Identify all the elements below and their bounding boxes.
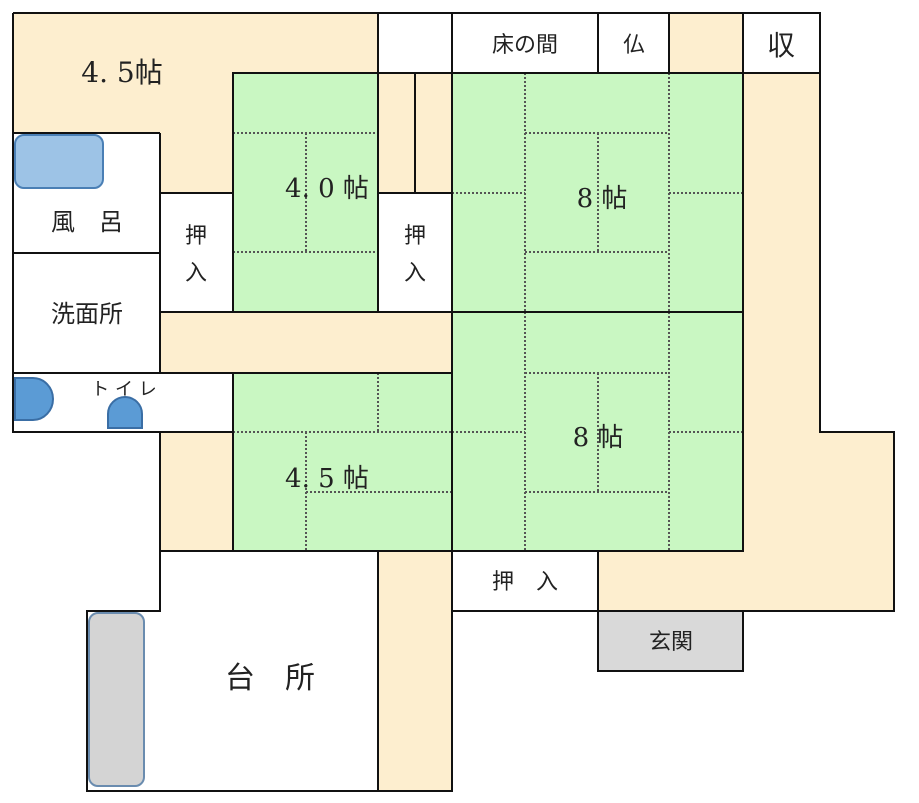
label-closet-south: 押 入 (492, 570, 558, 595)
label-room-8-lower: 8 帖 (573, 423, 624, 453)
tatami-room-45-south (232, 372, 453, 552)
label-closet-west-top: 押 (185, 224, 207, 249)
label-storage: 収 (767, 29, 795, 62)
east-corridor-floor-wide (743, 432, 894, 551)
kitchen-room-top (160, 551, 378, 611)
bathtub-icon (14, 134, 104, 189)
label-closet-mid-top: 押 (404, 224, 426, 249)
label-room-45-south: 4. 5 帖 (285, 464, 369, 494)
label-washroom: 洗面所 (51, 300, 123, 328)
label-room-45-north: 4. 5帖 (81, 56, 162, 89)
label-bath: 風 呂 (51, 208, 123, 236)
tatami-room-40 (232, 72, 379, 313)
wood-floor (13, 13, 894, 791)
washroom-room (13, 253, 160, 373)
east-corridor-floor (743, 73, 820, 433)
storage-room (743, 13, 820, 73)
corridor-void (378, 13, 452, 73)
label-genkan: 玄関 (649, 630, 693, 655)
room-north-45-floor-lower (13, 73, 233, 133)
toilet-icon (107, 396, 143, 429)
room-north-45-floor (13, 13, 378, 73)
room-labels: 4. 5帖 4. 0 帖 8 帖 8 帖 4. 5 帖 風 呂 洗面所 ト イ … (51, 29, 795, 696)
walls (12, 12, 895, 792)
label-tokonoma: 床の間 (492, 33, 558, 58)
genkan-room (597, 610, 744, 672)
hallway-floor (160, 312, 452, 373)
label-closet-mid-bottom: 入 (404, 261, 426, 286)
closet-west-room (160, 193, 233, 312)
tatami-seams (233, 73, 743, 551)
toilet-tank-icon (14, 377, 54, 421)
label-closet-west-bottom: 入 (185, 261, 207, 286)
butsuma-room (598, 13, 669, 73)
label-toilet: ト イ レ (91, 379, 156, 400)
corridor-strip-a (378, 73, 415, 193)
label-kitchen: 台 所 (225, 661, 315, 696)
label-room-8-upper: 8 帖 (577, 184, 628, 214)
entry-corridor-floor (598, 551, 894, 611)
label-room-40: 4. 0 帖 (285, 174, 369, 204)
kitchen-counter-icon (88, 612, 145, 787)
north-corridor-floor (669, 13, 743, 73)
closet-mid-room (378, 193, 452, 312)
tokonoma-room (452, 13, 598, 73)
west-corridor-floor (160, 432, 233, 551)
white-rooms (13, 13, 820, 791)
north-hall-floor (160, 133, 233, 193)
kitchen-corridor-floor (378, 551, 452, 791)
label-butsuma: 仏 (623, 33, 645, 58)
closet-south-room (452, 551, 598, 611)
corridor-strip-b (415, 73, 452, 193)
